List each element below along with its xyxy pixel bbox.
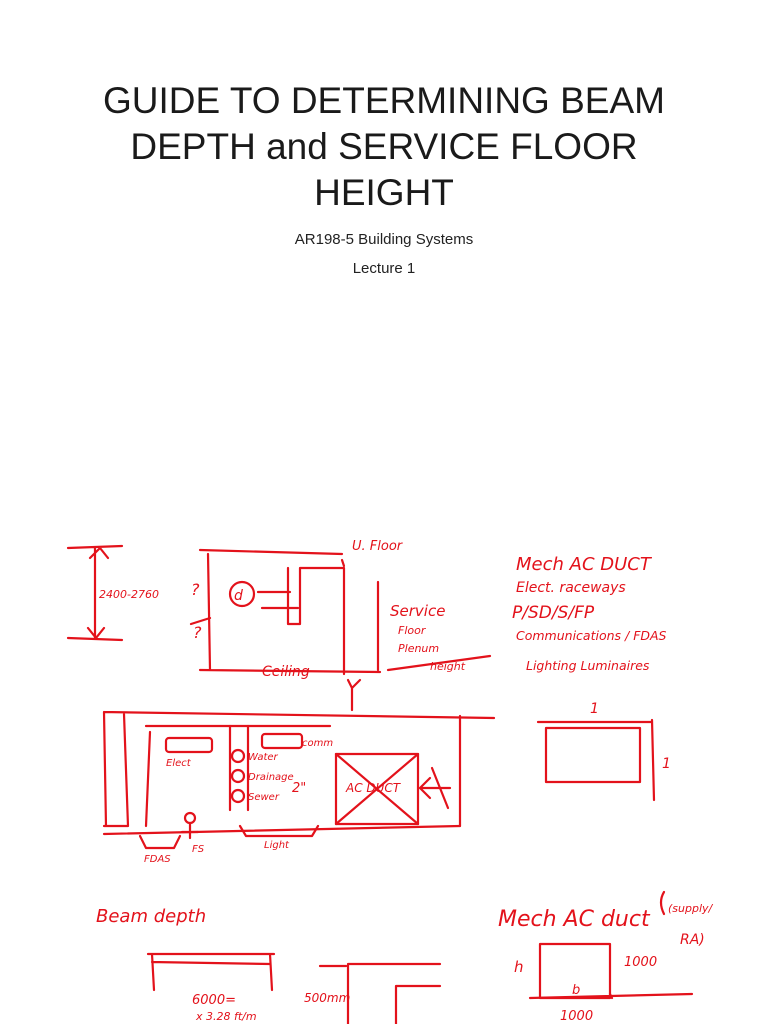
title-line-1: GUIDE TO DETERMINING BEAM — [103, 80, 665, 121]
duct-dim-right: 1000 — [624, 955, 657, 970]
list-item-mech: Mech AC DUCT — [516, 554, 653, 575]
duct-dim-bottom: 1000 — [560, 1009, 593, 1024]
mech-duct-note-2: RA) — [680, 932, 705, 948]
beam-depth-sketch: Beam depth 6000= x 3.28 ft/m 500mm — [96, 906, 442, 1024]
svg-text:Floor: Floor — [398, 624, 427, 637]
beam-depth-title: Beam depth — [96, 906, 206, 927]
beam-dim: 500mm — [304, 991, 350, 1005]
dim-height-label: 2400-2760 — [99, 588, 159, 601]
fdas-label: FDAS — [144, 854, 171, 865]
lecture-label: Lecture 1 — [352, 260, 416, 277]
ac-duct-label: AC DUCT — [345, 781, 402, 795]
title-line-2: DEPTH and SERVICE FLOOR — [130, 126, 638, 167]
slide-title: GUIDE TO DETERMINING BEAM DEPTH and SERV… — [60, 78, 708, 216]
duct-b-label: b — [572, 983, 580, 998]
ceiling-label: Ceiling — [262, 664, 310, 680]
list-item-communications: Communications / FDAS — [516, 628, 667, 643]
list-item-plumbing: P/SD/S/FP — [512, 603, 595, 623]
fs-label: FS — [192, 844, 205, 855]
service-floor-label: Service — [390, 602, 445, 620]
mech-duct-note-1: (supply/ — [668, 902, 714, 915]
mech-duct-title: Mech AC duct — [498, 907, 651, 932]
box-top-dim: 1 — [590, 701, 599, 717]
upper-floor-label: U. Floor — [352, 539, 404, 554]
duct-h-label: h — [514, 958, 524, 976]
title-line-3: HEIGHT — [314, 172, 454, 213]
svg-text:2": 2" — [292, 781, 306, 796]
svg-text:d: d — [234, 588, 243, 604]
course-subtitle: AR198-5 Building Systems — [294, 231, 474, 248]
handwritten-sketch: 2400-2760 ? ? d U. Floor Service Floor P… — [66, 539, 714, 1024]
svg-text:?: ? — [193, 623, 202, 642]
mech-duct-sketch: Mech AC duct (supply/ RA) h b 1000 1000 — [498, 890, 714, 1024]
svg-text:Plenum: Plenum — [398, 642, 439, 655]
sewer-label: Sewer — [248, 792, 280, 803]
elect-label: Elect — [166, 758, 192, 769]
beam-calc-2: x 3.28 ft/m — [195, 1010, 257, 1023]
service-list: Mech AC DUCT Elect. raceways P/SD/S/FP C… — [512, 554, 671, 802]
svg-text:?: ? — [191, 580, 200, 599]
section-diagram-middle: Elect comm Water Drainage Sewer 2" AC DU… — [102, 710, 496, 865]
beam-calc-1: 6000= — [192, 993, 236, 1008]
drainage-label: Drainage — [248, 772, 294, 783]
light-label: Light — [264, 840, 290, 851]
list-item-lighting: Lighting Luminaires — [526, 658, 650, 673]
list-item-elect: Elect. raceways — [516, 580, 626, 596]
comm-label: comm — [302, 738, 333, 749]
water-label: Water — [248, 752, 279, 763]
section-diagram-top: 2400-2760 ? ? d U. Floor Service Floor P… — [66, 539, 492, 712]
box-side-dim: 1 — [662, 756, 671, 772]
